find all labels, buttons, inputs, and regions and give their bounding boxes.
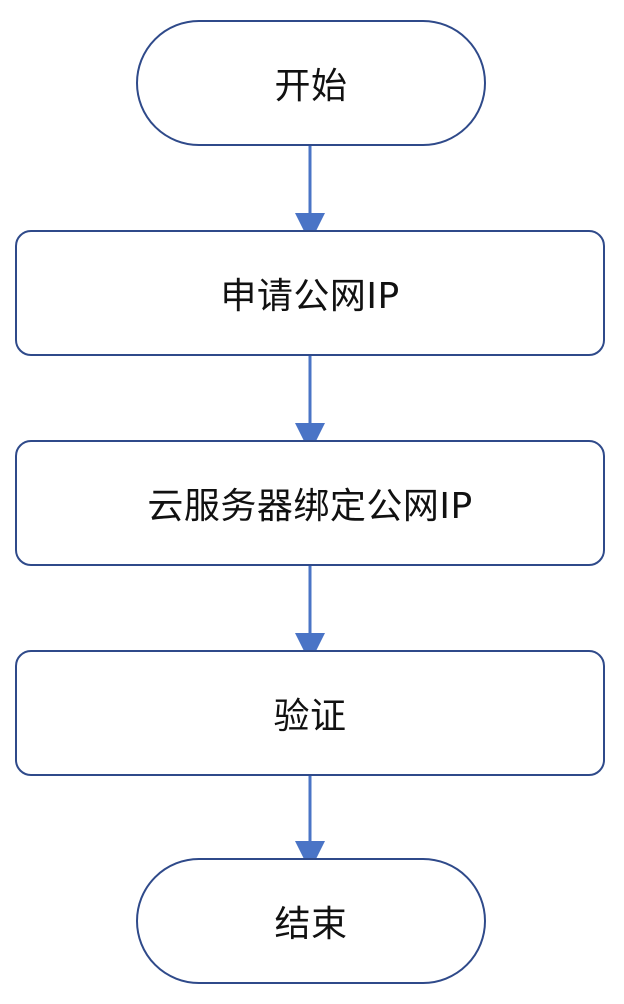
flow-node-end: 结束	[136, 858, 486, 984]
flow-node-label: 结束	[274, 904, 348, 945]
flow-node-label: 申请公网IP	[220, 276, 400, 317]
flow-node-start: 开始	[136, 20, 486, 146]
flow-node-label: 验证	[273, 696, 347, 737]
flow-node-verify: 验证	[15, 650, 605, 776]
flow-node-label: 云服务器绑定公网IP	[147, 486, 473, 527]
flow-node-label: 开始	[274, 66, 348, 107]
flow-node-apply-public-ip: 申请公网IP	[15, 230, 605, 356]
flow-node-bind-public-ip: 云服务器绑定公网IP	[15, 440, 605, 566]
